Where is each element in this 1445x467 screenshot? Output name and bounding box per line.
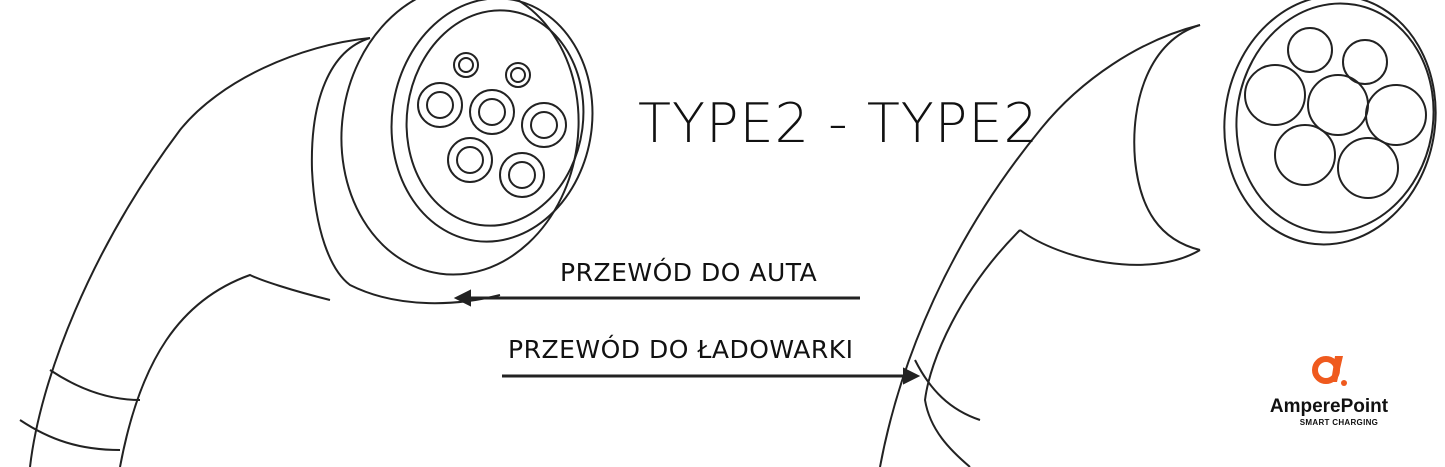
connector-type-title: TYPE2 - TYPE2 — [638, 92, 1039, 155]
logo-brand: AmperePoint — [1269, 396, 1389, 417]
logo-tagline: SMART CHARGING — [1299, 418, 1379, 427]
right-type2-plug — [879, 0, 1437, 467]
charger-cable-label: PRZEWÓD DO ŁADOWARKI — [508, 335, 854, 364]
pins — [417, 52, 567, 198]
arrow-to-charger — [502, 367, 921, 385]
car-cable-label: PRZEWÓD DO AUTA — [560, 258, 818, 287]
logo-mark-icon — [1312, 356, 1347, 386]
arrow-to-car — [453, 289, 860, 307]
left-type2-plug — [19, 0, 594, 467]
sockets — [1244, 27, 1427, 199]
amperepoint-logo: AmperePoint SMART CHARGING — [1244, 350, 1414, 427]
